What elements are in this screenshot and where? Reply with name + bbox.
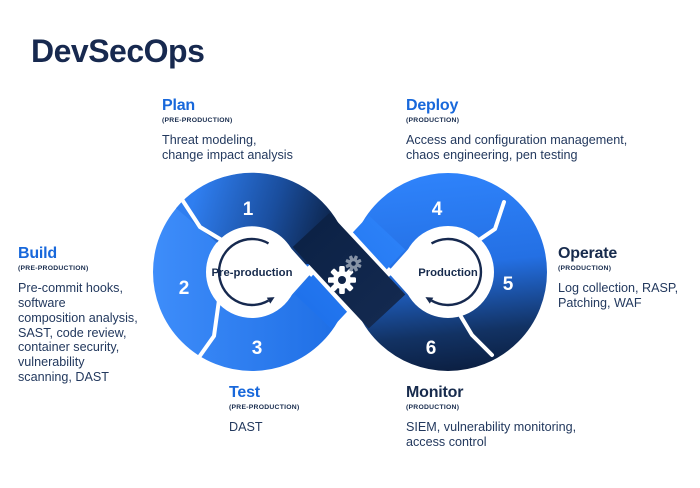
stage-deploy: Deploy (PRODUCTION) Access and configura…	[406, 98, 627, 163]
stage-build: Build (PRE-PRODUCTION) Pre-commit hooks,…	[18, 246, 170, 385]
step-number-5: 5	[503, 274, 514, 295]
step-number-3: 3	[252, 338, 263, 359]
stage-plan-title: Plan	[162, 97, 195, 114]
stage-deploy-title: Deploy	[406, 97, 459, 114]
stage-plan: Plan (PRE-PRODUCTION) Threat modeling, c…	[162, 98, 293, 163]
segment-dividers	[179, 196, 506, 362]
stage-monitor-desc: SIEM, vulnerability monitoring, access c…	[406, 420, 577, 449]
stage-build-phase: (PRE-PRODUCTION)	[18, 265, 89, 272]
divider-5-6	[455, 308, 494, 357]
stage-monitor: Monitor (PRODUCTION) SIEM, vulnerability…	[406, 385, 576, 450]
stage-operate-phase: (PRODUCTION)	[558, 265, 612, 272]
gear-large-icon	[328, 266, 356, 294]
stage-build-title: Build	[18, 245, 57, 262]
step-number-1: 1	[243, 199, 254, 220]
stage-test-phase: (PRE-PRODUCTION)	[229, 404, 300, 411]
step-number-6: 6	[426, 338, 437, 359]
devsecops-loop-diagram: Pre-production Production 1 2 3 4 5 6	[153, 172, 547, 371]
divider-4-5	[474, 200, 506, 244]
stage-operate-title: Operate	[558, 245, 618, 262]
stage-test: Test (PRE-PRODUCTION) DAST	[229, 385, 299, 435]
step-number-2: 2	[179, 278, 190, 299]
stage-deploy-desc: Access and configuration management, cha…	[406, 133, 628, 162]
stage-test-title: Test	[229, 384, 260, 401]
pre-production-label: Pre-production	[212, 267, 293, 279]
pre-production-cycle-arrow-icon	[217, 237, 275, 307]
stage-operate: Operate (PRODUCTION) Log collection, RAS…	[558, 246, 700, 311]
stage-build-desc: Pre-commit hooks, software composition a…	[18, 281, 138, 385]
stage-operate-desc: Log collection, RASP, Patching, WAF	[558, 281, 679, 310]
stage-monitor-title: Monitor	[406, 384, 464, 401]
page-title: DevSecOps	[31, 33, 205, 69]
stage-monitor-phase: (PRODUCTION)	[406, 404, 460, 411]
divider-1-2	[179, 196, 222, 241]
step-number-4: 4	[432, 199, 443, 220]
production-cycle-arrow-icon	[425, 237, 483, 307]
stage-plan-desc: Threat modeling, change impact analysis	[162, 133, 293, 162]
stage-test-desc: DAST	[229, 420, 263, 434]
divider-2-3	[195, 298, 221, 362]
stage-deploy-phase: (PRODUCTION)	[406, 117, 460, 124]
pre-production-badge	[206, 227, 312, 317]
stage-plan-phase: (PRE-PRODUCTION)	[162, 117, 233, 124]
gear-small-icon	[345, 255, 362, 272]
production-label: Production	[418, 267, 478, 279]
production-badge	[388, 227, 494, 317]
